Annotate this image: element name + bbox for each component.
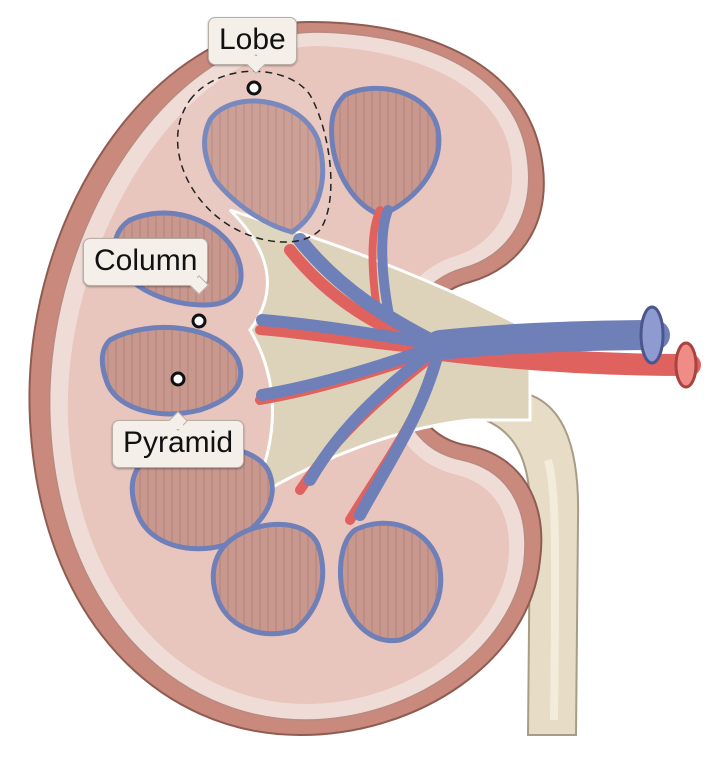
lobe-callout: Lobe — [208, 17, 297, 74]
artery-opening — [674, 341, 698, 389]
vein-opening — [639, 305, 665, 365]
renal-sinus — [228, 208, 532, 504]
renal-veins — [256, 205, 670, 521]
lobe-outline — [176, 70, 332, 243]
column-label: Column — [94, 244, 198, 277]
lobe-marker — [246, 80, 262, 96]
pyramid-callout: Pyramid — [112, 411, 245, 468]
pyramid-marker — [170, 371, 186, 387]
pyramid-label: Pyramid — [123, 426, 234, 459]
column-callout: Column — [83, 238, 209, 295]
column-marker — [191, 313, 207, 329]
lobe-label: Lobe — [219, 23, 286, 56]
